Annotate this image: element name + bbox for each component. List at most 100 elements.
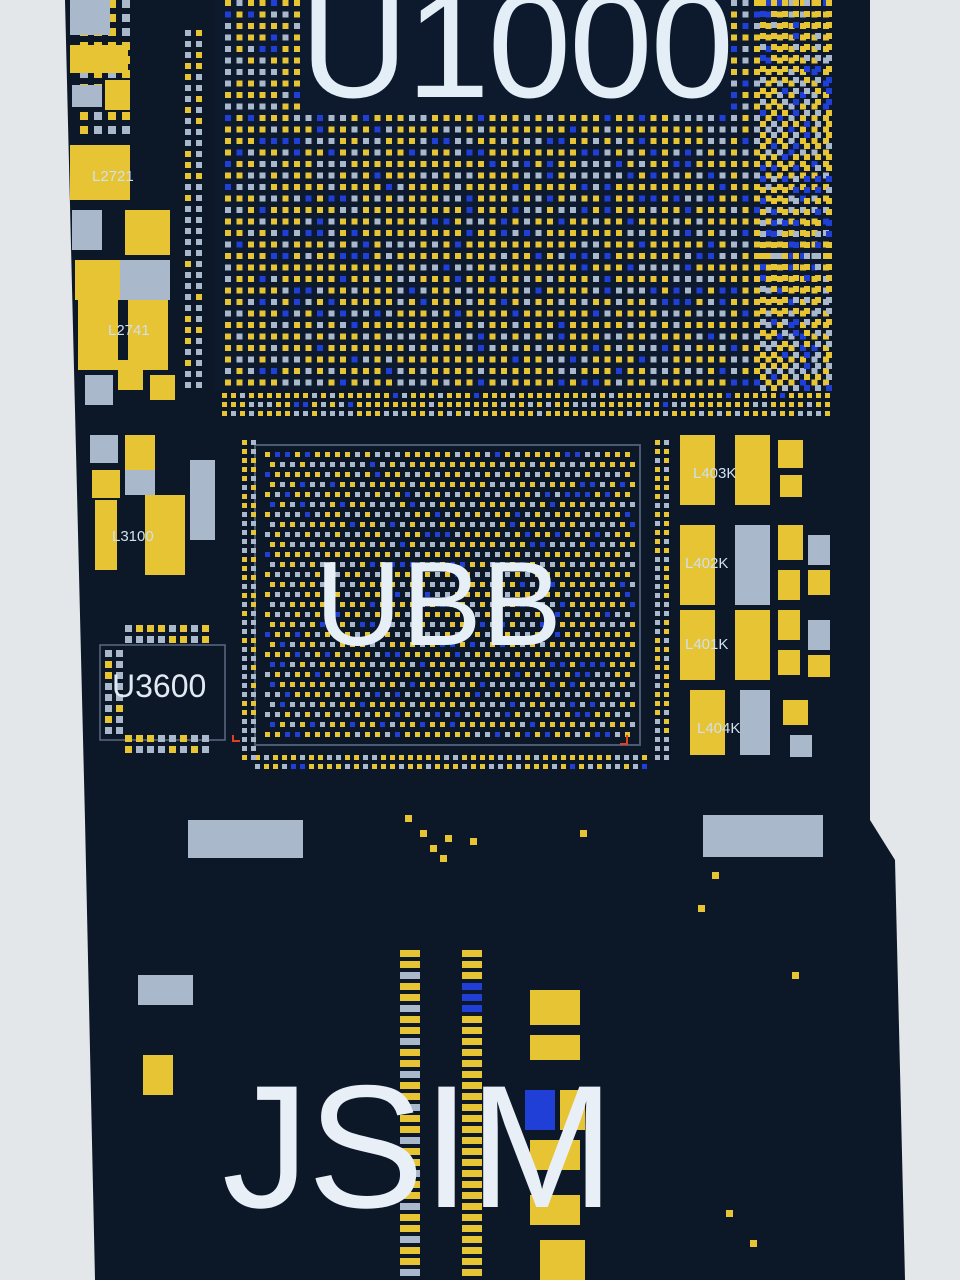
u1000-pad[interactable] (363, 172, 369, 179)
u1000-pad[interactable] (259, 345, 266, 351)
u1000-pad[interactable] (800, 0, 806, 6)
ring-pad[interactable] (196, 41, 202, 47)
passive-pad[interactable] (760, 341, 766, 347)
u1000-pad[interactable] (570, 310, 576, 317)
u1000-pad[interactable] (604, 253, 611, 259)
ubb-pad[interactable] (605, 652, 610, 657)
jsim-contact[interactable] (400, 1203, 420, 1210)
u1000-pad[interactable] (616, 138, 622, 144)
ubb-pad[interactable] (310, 482, 315, 487)
ubb-pad[interactable] (315, 712, 320, 717)
u1000-pad[interactable] (777, 69, 783, 75)
u1000-pad[interactable] (800, 379, 806, 386)
ring-pad[interactable] (185, 239, 191, 245)
ubb-pad[interactable] (545, 472, 550, 477)
u1000-pad[interactable] (731, 345, 737, 351)
u1000-pad[interactable] (570, 322, 576, 328)
u1000-pad[interactable] (501, 276, 507, 282)
u1000-pad[interactable] (351, 195, 358, 202)
ubb-pad[interactable] (580, 542, 585, 547)
u1000-pad[interactable] (742, 333, 749, 340)
u1000-pad[interactable] (754, 287, 760, 294)
ubb-pad[interactable] (520, 582, 525, 587)
u1000-pad[interactable] (386, 345, 392, 351)
ring-pad[interactable] (516, 755, 521, 760)
u1000-pad[interactable] (443, 115, 450, 121)
shield-pad[interactable] (703, 815, 823, 857)
u1000-pad[interactable] (616, 322, 622, 328)
ubb-pad[interactable] (500, 482, 505, 487)
ubb-pad[interactable] (270, 502, 275, 507)
ubb-pad[interactable] (390, 662, 395, 667)
ubb-pad[interactable] (605, 592, 610, 597)
ubb-pad[interactable] (545, 532, 550, 537)
u1000-pad[interactable] (570, 356, 576, 363)
u1000-pad[interactable] (558, 161, 565, 167)
u1000-pad[interactable] (742, 80, 749, 87)
ring-pad[interactable] (627, 402, 632, 407)
ubb-pad[interactable] (420, 702, 425, 707)
u1000-pad[interactable] (397, 322, 404, 328)
u1000-pad[interactable] (627, 379, 634, 386)
ring-pad[interactable] (561, 755, 566, 760)
u1000-pad[interactable] (489, 276, 496, 282)
passive-pad[interactable] (760, 363, 766, 369)
u1000-pad[interactable] (386, 115, 392, 121)
ubb-pad[interactable] (580, 642, 585, 647)
u3600-pad[interactable] (169, 735, 176, 742)
u1000-pad[interactable] (604, 184, 611, 190)
u1000-pad[interactable] (305, 207, 312, 213)
u1000-pad[interactable] (236, 322, 243, 328)
ring-pad[interactable] (501, 402, 506, 407)
u1000-pad[interactable] (570, 218, 576, 225)
ubb-pad[interactable] (500, 522, 505, 527)
u1000-pad[interactable] (236, 276, 243, 282)
ring-pad[interactable] (242, 593, 247, 598)
u1000-pad[interactable] (351, 345, 358, 351)
passive-pad[interactable] (122, 70, 130, 78)
u1000-pad[interactable] (800, 253, 806, 259)
ubb-pad[interactable] (465, 732, 470, 737)
ring-pad[interactable] (303, 402, 308, 407)
u1000-pad[interactable] (754, 0, 760, 6)
u1000-pad[interactable] (248, 23, 254, 29)
u1000-pad[interactable] (294, 218, 300, 225)
u1000-pad[interactable] (386, 253, 392, 259)
ubb-pad[interactable] (390, 582, 395, 587)
ring-pad[interactable] (789, 411, 794, 416)
passive-pad[interactable] (815, 341, 821, 347)
u1000-pad[interactable] (719, 161, 726, 167)
u1000-pad[interactable] (248, 46, 254, 52)
u1000-pad[interactable] (489, 333, 496, 340)
passive-pad[interactable] (771, 385, 777, 391)
ring-pad[interactable] (330, 411, 335, 416)
u1000-pad[interactable] (765, 310, 772, 317)
u1000-pad[interactable] (696, 218, 703, 225)
u1000-pad[interactable] (259, 115, 266, 121)
ubb-pad[interactable] (280, 702, 285, 707)
u1000-pad[interactable] (512, 368, 519, 374)
u1000-pad[interactable] (593, 218, 599, 225)
u1000-pad[interactable] (650, 207, 657, 213)
u1000-pad[interactable] (800, 218, 806, 225)
ubb-pad[interactable] (610, 562, 615, 567)
ubb-pad[interactable] (415, 732, 420, 737)
u1000-pad[interactable] (248, 207, 254, 213)
u1000-pad[interactable] (558, 333, 565, 340)
ubb-pad[interactable] (395, 512, 400, 517)
ring-pad[interactable] (291, 755, 296, 760)
ubb-pad[interactable] (445, 552, 450, 557)
u1000-pad[interactable] (317, 368, 323, 374)
ubb-pad[interactable] (550, 662, 555, 667)
ubb-pad[interactable] (335, 712, 340, 717)
passive-pad[interactable] (782, 187, 788, 193)
ring-pad[interactable] (196, 283, 202, 289)
ubb-pad[interactable] (470, 522, 475, 527)
ubb-pad[interactable] (455, 472, 460, 477)
ubb-pad[interactable] (325, 472, 330, 477)
jsim-contact[interactable] (400, 1137, 420, 1144)
test-point[interactable] (420, 830, 427, 837)
ubb-pad[interactable] (430, 562, 435, 567)
ring-pad[interactable] (664, 683, 669, 688)
u1000-pad[interactable] (236, 299, 243, 305)
